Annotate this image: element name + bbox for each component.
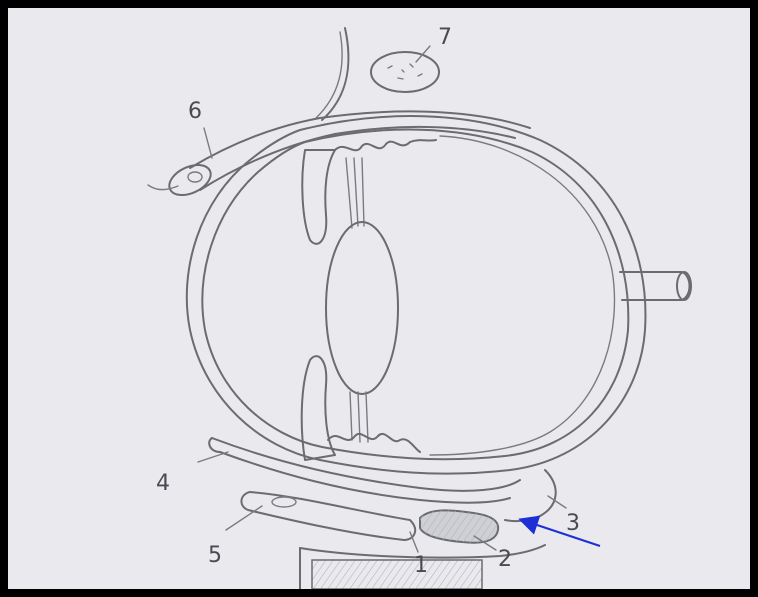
ciliary-processes-upper — [335, 140, 436, 150]
leader-4 — [198, 452, 228, 462]
leader-6 — [204, 128, 212, 158]
ciliary-body-upper — [302, 150, 335, 244]
ciliary-body-lower — [302, 356, 335, 460]
zonule-6 — [366, 392, 368, 442]
brow-line-inner — [316, 32, 342, 118]
structure-7 — [371, 52, 439, 92]
structure-7-texture — [388, 64, 422, 79]
tarsal-gland-dot — [188, 172, 202, 182]
structure-5-outer — [241, 492, 415, 540]
zonule-3 — [362, 158, 364, 226]
label-6: 6 — [188, 99, 202, 124]
zonule-1 — [346, 158, 352, 228]
label-1: 1 — [414, 553, 428, 578]
upper-eyelid-inner — [200, 127, 515, 190]
choroid-line — [430, 136, 614, 455]
blue-arrow — [522, 520, 600, 546]
label-5: 5 — [208, 543, 222, 568]
sclera-outer — [187, 116, 646, 474]
label-4: 4 — [156, 471, 170, 496]
zonule-2 — [354, 158, 358, 226]
label-2: 2 — [498, 547, 512, 572]
eyelash-line — [148, 185, 178, 190]
sclera-inner — [202, 130, 628, 460]
lens — [326, 222, 398, 394]
ciliary-processes-lower — [328, 434, 420, 452]
maxilla-block — [312, 560, 482, 589]
zonule-4 — [350, 392, 352, 440]
label-7: 7 — [438, 25, 452, 50]
eye-diagram: 1 2 3 4 5 6 7 — [8, 8, 750, 589]
label-3: 3 — [566, 511, 580, 536]
diagram-frame: 1 2 3 4 5 6 7 — [8, 8, 750, 589]
structure-5-lumen — [272, 497, 296, 507]
leader-5 — [226, 506, 262, 530]
